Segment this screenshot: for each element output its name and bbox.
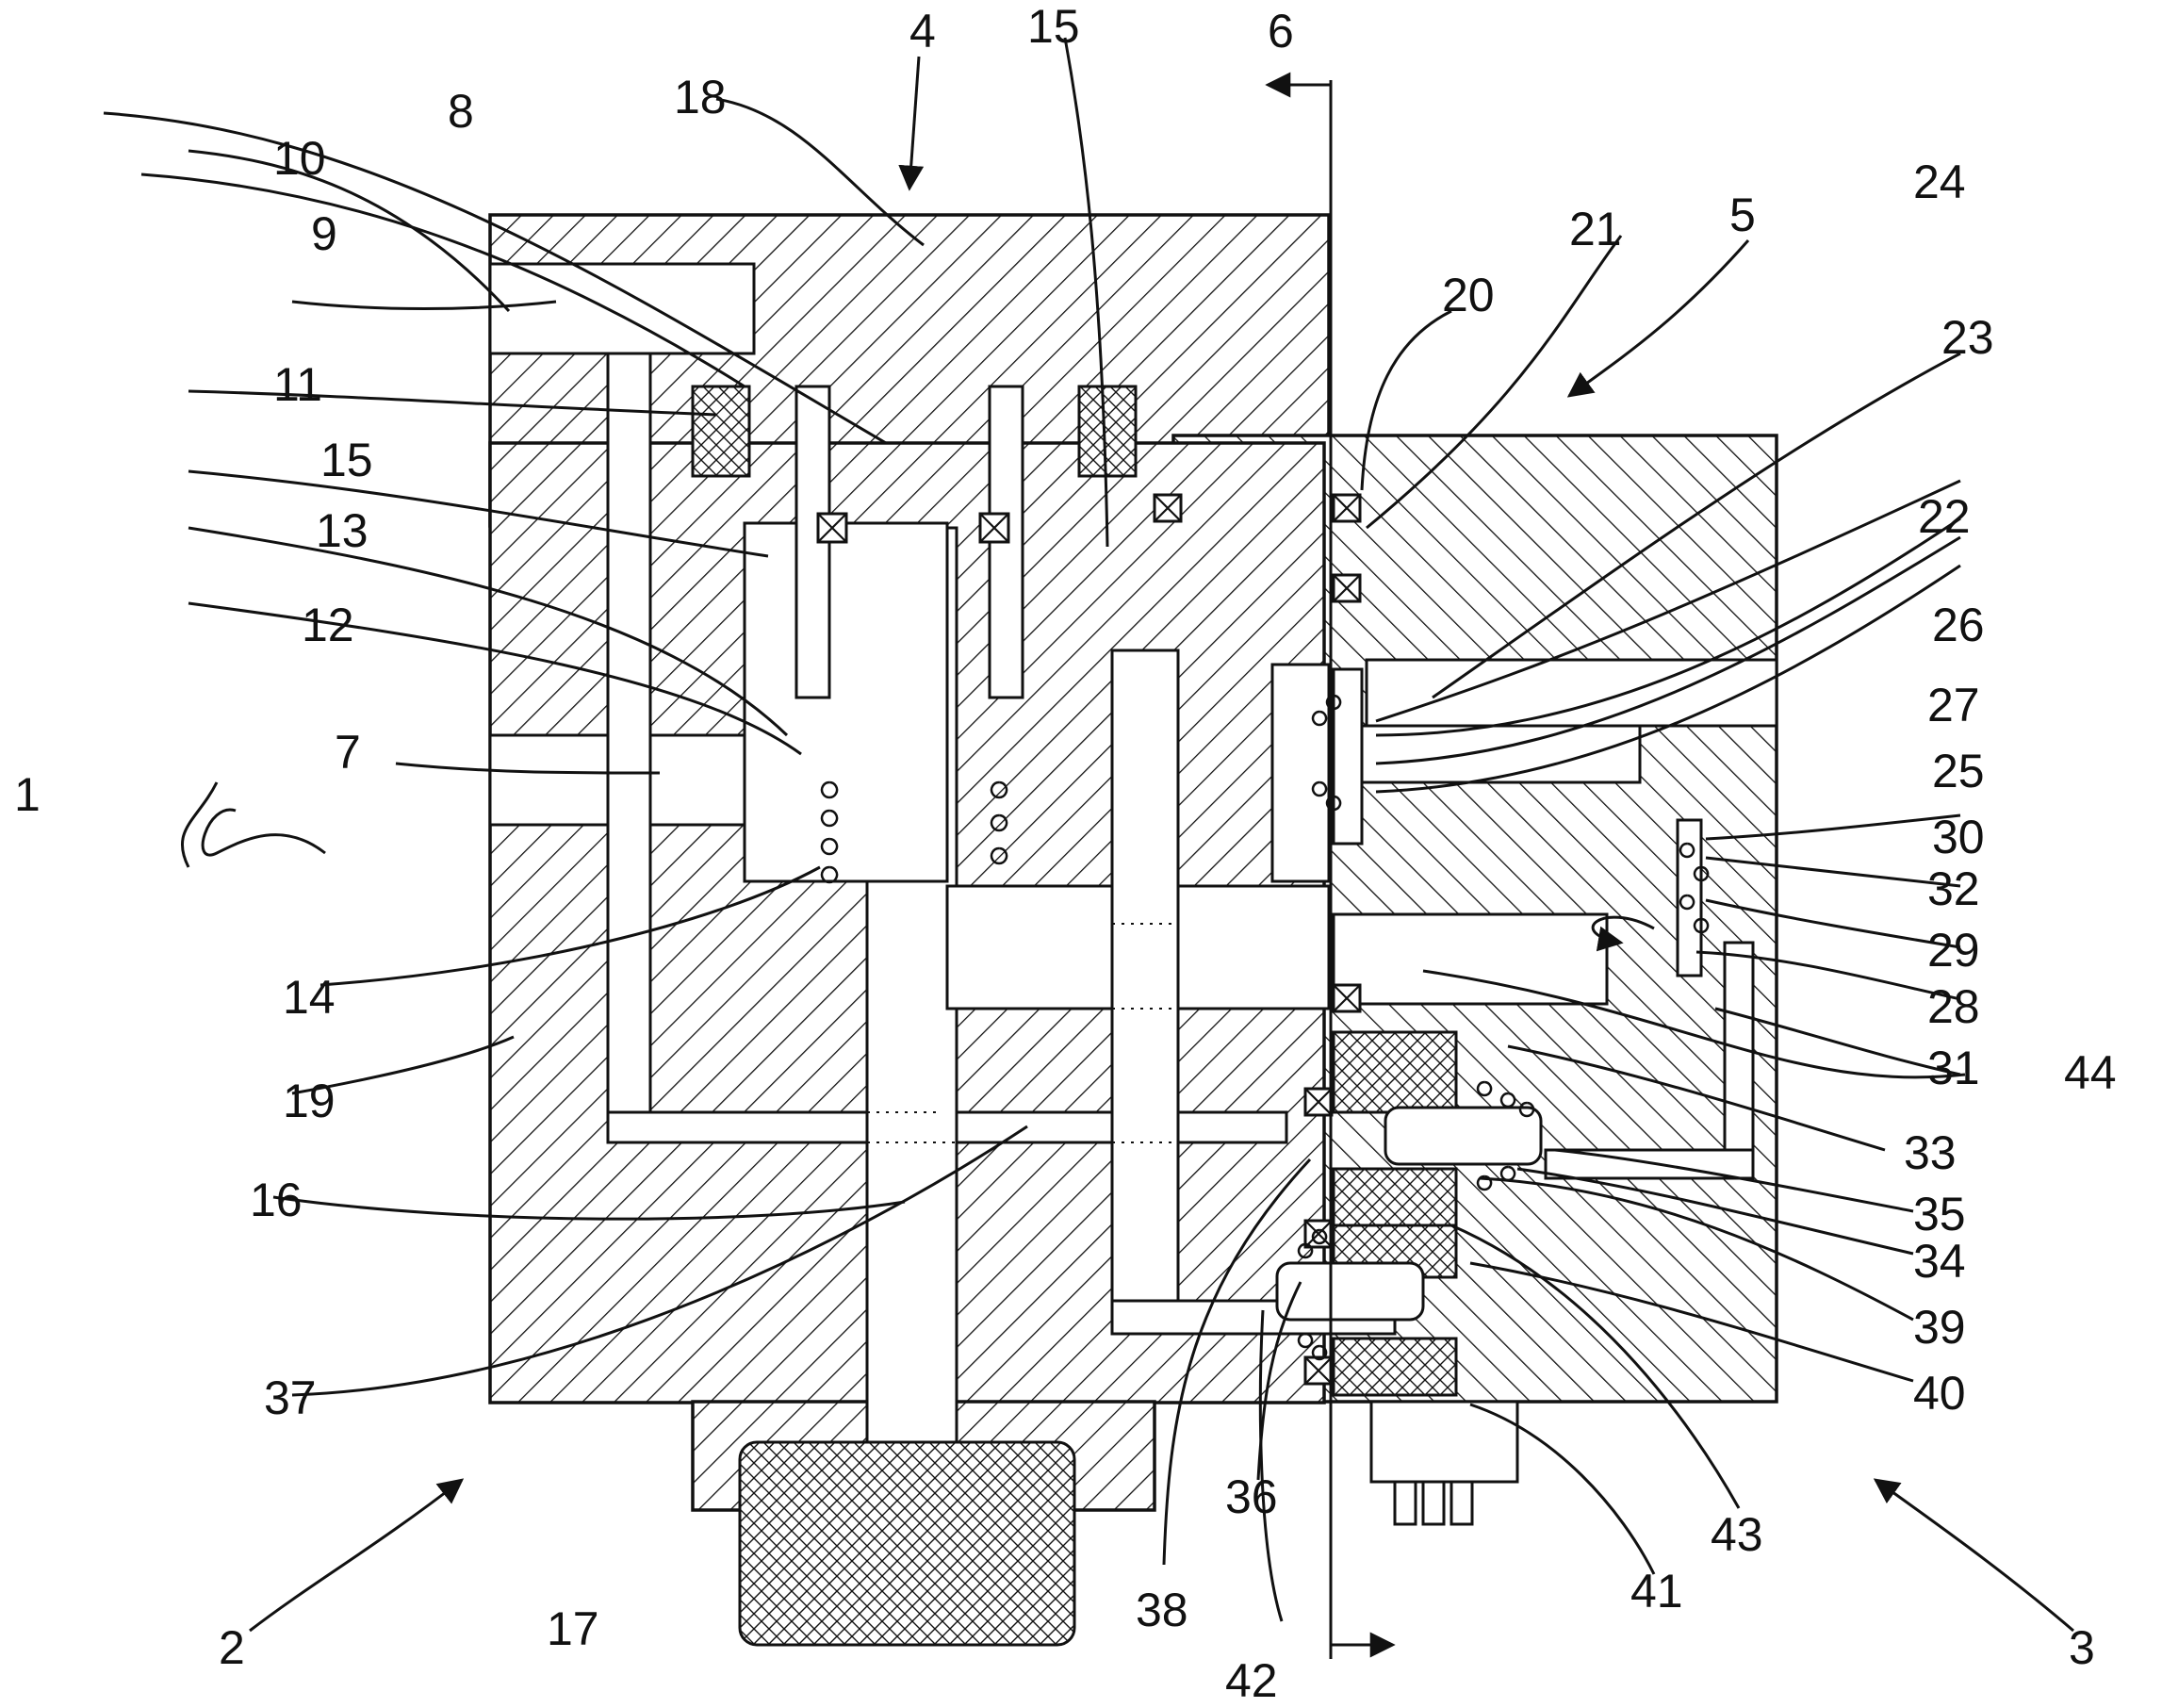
ref-42: 42 (1225, 1654, 1278, 1707)
ref-36: 36 (1225, 1470, 1278, 1523)
ref-40: 40 (1913, 1367, 1966, 1420)
ref-17: 17 (547, 1602, 599, 1655)
seal-11 (693, 386, 749, 476)
ref-11: 11 (273, 358, 322, 411)
ref-14: 14 (283, 971, 336, 1024)
ref-24: 24 (1913, 156, 1966, 208)
ref-26: 26 (1932, 599, 1985, 651)
diaphragm-27 (1334, 669, 1362, 844)
connector-pin-1 (1395, 1482, 1416, 1524)
ref-39: 39 (1913, 1301, 1966, 1354)
ref-19: 19 (283, 1075, 336, 1127)
ref-7: 7 (335, 726, 361, 779)
ref-32: 32 (1927, 862, 1980, 915)
ref-1: 1 (14, 768, 41, 821)
pilot-chamber (1272, 665, 1329, 881)
ref-13: 13 (316, 504, 369, 557)
ref-43: 43 (1711, 1508, 1763, 1561)
ref-23: 23 (1941, 311, 1994, 364)
ref-6: 6 (1268, 5, 1294, 57)
ref-18: 18 (674, 71, 727, 123)
connector-pin-3 (1451, 1482, 1472, 1524)
ref-3: 3 (2069, 1621, 2095, 1674)
right-bore (1112, 650, 1178, 1310)
ref-37: 37 (264, 1371, 317, 1424)
ref-22: 22 (1918, 490, 1971, 543)
ref-21: 21 (1569, 203, 1622, 255)
ref-29: 29 (1927, 924, 1980, 977)
ref-20: 20 (1442, 269, 1495, 321)
ref-35: 35 (1913, 1188, 1966, 1240)
ref-2: 2 (219, 1621, 245, 1674)
ref-16: 16 (250, 1174, 303, 1226)
right-vertical-channel (1725, 943, 1753, 1178)
ref-28: 28 (1927, 980, 1980, 1033)
ref-31: 31 (1927, 1042, 1980, 1094)
ref-9: 9 (311, 207, 337, 260)
coil-upper (1334, 1032, 1456, 1112)
ref-34: 34 (1913, 1235, 1966, 1288)
ref-5: 5 (1729, 189, 1756, 241)
ref-27: 27 (1927, 679, 1980, 731)
ref-30: 30 (1932, 811, 1985, 863)
channel-22 (1367, 660, 1777, 726)
ref-10: 10 (273, 132, 326, 185)
connector-pin-2 (1423, 1482, 1444, 1524)
plunger-42 (1277, 1263, 1423, 1320)
ref-44: 44 (2064, 1046, 2117, 1099)
plunger-38 (1385, 1108, 1541, 1164)
ref-15b: 15 (320, 434, 373, 486)
chamber-44 (1334, 914, 1607, 1004)
ref-41: 41 (1630, 1565, 1683, 1618)
seal-upper-center (1079, 386, 1136, 476)
filter-17 (740, 1442, 1074, 1645)
ref-25: 25 (1932, 745, 1985, 797)
ref-15a: 15 (1027, 0, 1080, 53)
port-9-channel (490, 264, 754, 353)
coil-41 (1334, 1338, 1456, 1395)
ref-33: 33 (1904, 1126, 1957, 1179)
main-valve-chamber (745, 523, 947, 881)
ref-8: 8 (448, 85, 474, 138)
ref-12: 12 (302, 599, 354, 651)
vertical-return-channel (608, 353, 650, 1141)
ref-38: 38 (1136, 1584, 1188, 1636)
ref-4: 4 (909, 5, 936, 57)
